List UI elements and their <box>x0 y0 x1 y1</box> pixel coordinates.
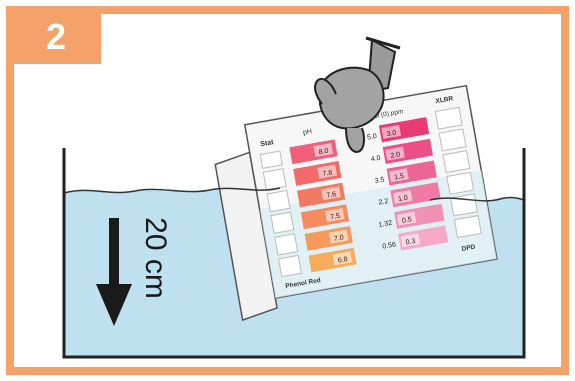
step-number: 2 <box>46 16 66 57</box>
depth-label: 20 cm <box>139 217 172 299</box>
